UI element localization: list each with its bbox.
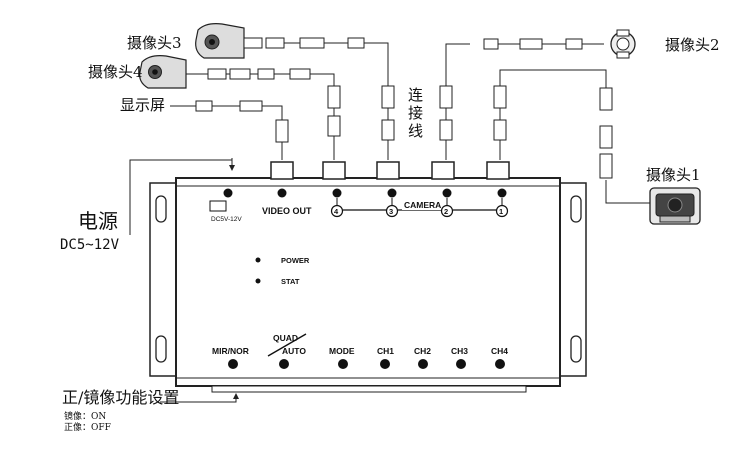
camera-2-plug [439,119,453,141]
camera-4-plug [327,85,341,109]
quad-label: QUAD [273,333,298,343]
camera-3-text: 摄像头3 [127,34,182,52]
camera-3-inline-plug [347,37,365,49]
port-3-badge [385,204,399,218]
power-text: 电源 [78,209,118,233]
dc-symbol-icon [209,200,227,212]
camera-2-inline-plug [519,38,543,50]
front-panel: DC5V-12V VIDEO OUT CAMERA 4 3 2 1 POWER … [209,188,509,369]
port-1-badge [495,204,509,218]
camera-4-connector [322,161,346,180]
port-4-badge [330,204,344,218]
port-2-badge [440,204,454,218]
camera-3-plug [381,85,395,109]
ch2-button[interactable] [418,359,428,369]
mode-label: MODE [329,346,355,356]
camera-3-icon [195,23,263,59]
camera-2-inline-plug [565,38,583,50]
control-box [149,177,587,393]
ch4-button[interactable] [495,359,505,369]
normal-off-text: 正像：OFF [64,421,111,433]
ch1-button[interactable] [380,359,390,369]
port-4-number: 4 [334,207,339,216]
port-3-number: 3 [389,207,393,216]
quad-auto-button[interactable] [279,359,289,369]
camera-4-icon [139,55,230,89]
camera-1-plug [493,119,507,141]
camera-2-jack [442,188,452,198]
dc-input-jack [223,188,233,198]
auto-label: AUTO [282,346,306,356]
camera-4-inline-plug [257,68,275,80]
mirror-on-text: 镜像：ON [64,410,106,422]
ch3-button[interactable] [456,359,466,369]
ch1-label: CH1 [377,346,394,356]
ch2-label: CH2 [414,346,431,356]
camera-1-text: 摄像头1 [646,166,701,184]
right-mount-slot [570,335,582,363]
video-out-connector [270,161,294,180]
stat-led-label: STAT [281,277,300,286]
camera-1-extension-plug [599,153,613,179]
cable-char-2: 接 [408,104,423,122]
camera-1-connector [486,161,510,180]
mir-nor-label: MIR/NOR [212,346,249,356]
stat-led [255,278,261,284]
display-text: 显示屏 [120,96,165,114]
camera-3-jack [387,188,397,198]
camera-3-plug [381,119,395,141]
right-mount-slot [570,195,582,223]
camera-2-icon [610,29,636,59]
camera-1-plug [493,85,507,109]
display-plug [275,119,289,143]
camera-1-jack [497,188,507,198]
camera-3-inline-plug [299,37,325,49]
cable-plugs [195,37,613,179]
display-inline-plug [239,100,263,112]
power-led-label: POWER [281,256,310,265]
port-2-number: 2 [444,207,448,216]
power-led [255,257,261,263]
display-inline-plug [195,100,213,112]
camera-2-text: 摄像头2 [665,36,720,54]
camera-1-extension-plug [599,125,613,149]
camera-4-inline-plug [229,68,251,80]
ch4-label: CH4 [491,346,508,356]
port-1-number: 1 [499,207,503,216]
camera-4-jack [332,188,342,198]
dc-label: DC5V-12V [211,216,242,223]
camera-2-plug [439,85,453,109]
top-connectors [270,161,510,180]
mir-nor-button[interactable] [228,359,238,369]
box-body [175,177,561,387]
left-mount-slot [155,195,167,223]
camera-2-inline-plug [483,38,499,50]
camera-3-connector [376,161,400,180]
mode-button[interactable] [338,359,348,369]
cable-char-1: 连 [408,86,423,104]
camera-4-inline-plug [289,68,311,80]
camera-label: CAMERA [404,200,441,210]
camera-1-extension-plug [599,87,613,111]
camera-2-connector [431,161,455,180]
left-mount-slot [155,335,167,363]
camera-1-icon [649,187,701,225]
power-voltage-text: DC5~12V [60,237,120,253]
camera-4-plug [327,115,341,137]
camera-4-text: 摄像头4 [88,63,143,81]
video-out-label: VIDEO OUT [262,206,312,216]
camera-3-inline-plug [265,37,285,49]
ch3-label: CH3 [451,346,468,356]
mirror-setting-text: 正/镜像功能设置 [62,388,179,407]
cable-char-3: 线 [408,122,423,140]
video-out-jack [277,188,287,198]
